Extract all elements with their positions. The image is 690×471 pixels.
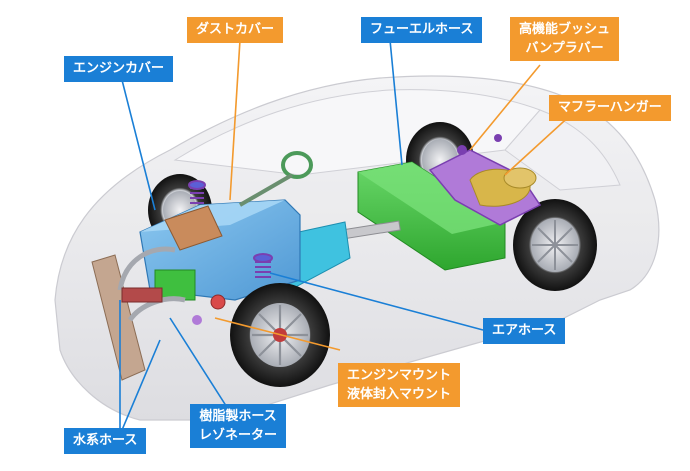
label-bush-bumper: 高機能ブッシュ バンプラバー bbox=[510, 17, 620, 61]
label-resin-hose-line2: レゾネーター bbox=[199, 428, 278, 443]
label-engine-mount: エンジンマウント 液体封入マウント bbox=[338, 363, 461, 407]
fuel-tank bbox=[357, 161, 506, 271]
leader-air-hose bbox=[269, 272, 484, 331]
rear-suspension bbox=[428, 134, 542, 226]
label-water-hose: 水系ホース bbox=[64, 428, 147, 454]
front-springs bbox=[188, 180, 273, 278]
label-engine-cover: エンジンカバー bbox=[64, 56, 174, 82]
label-bush-bumper-line1: 高機能ブッシュ bbox=[519, 22, 611, 37]
leader-fuel-hose bbox=[389, 39, 403, 166]
steering-wheel bbox=[239, 151, 313, 207]
leader-engine-mount bbox=[214, 317, 341, 351]
label-engine-mount-line1: エンジンマウント bbox=[347, 368, 452, 383]
leader-resin-hose bbox=[169, 317, 231, 413]
leader-bush-bumper bbox=[469, 64, 541, 151]
radiator bbox=[91, 246, 226, 381]
leader-dust-cover bbox=[229, 39, 241, 201]
label-engine-mount-line2: 液体封入マウント bbox=[347, 387, 452, 402]
label-resin-hose-line1: 樹脂製ホース bbox=[199, 409, 277, 424]
label-air-hose: エアホース bbox=[483, 318, 566, 344]
rear-right-wheel bbox=[513, 199, 597, 291]
leader-engine-cover bbox=[121, 79, 156, 211]
label-fuel-hose: フューエルホース bbox=[361, 17, 483, 43]
leader-lines bbox=[119, 39, 586, 431]
label-bush-bumper-line2: バンプラバー bbox=[525, 41, 604, 56]
engine-block bbox=[139, 199, 301, 301]
leader-water-hose-b bbox=[121, 339, 161, 431]
label-muffler-hanger: マフラーハンガー bbox=[549, 95, 671, 121]
label-resin-hose: 樹脂製ホース レゾネーター bbox=[190, 404, 287, 448]
label-dust-cover: ダストカバー bbox=[187, 17, 284, 43]
